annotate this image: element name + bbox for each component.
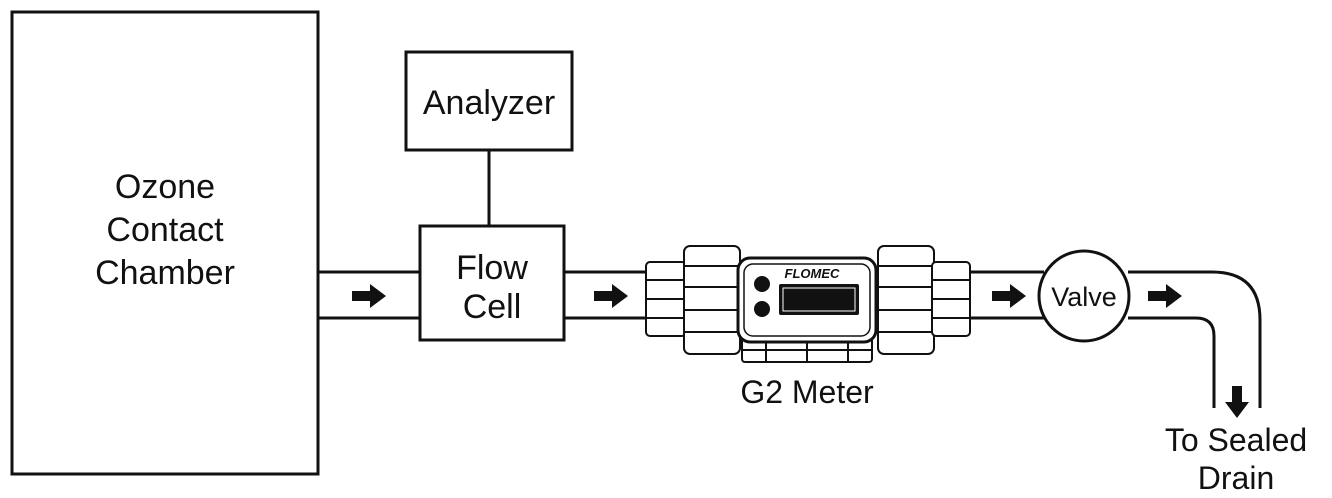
pipe-valve-to-drain xyxy=(1128,270,1262,408)
meter-left-union xyxy=(645,245,741,355)
flow-arrow-1 xyxy=(352,284,386,308)
drain-arrow xyxy=(1225,386,1249,418)
chamber-label-line-3: Chamber xyxy=(95,254,235,292)
meter-display xyxy=(779,284,859,315)
meter-label: G2 Meter xyxy=(740,374,874,410)
valve: Valve xyxy=(1037,249,1131,343)
chamber-label-line-2: Contact xyxy=(106,211,224,249)
drain-label-line-2: Drain xyxy=(1198,460,1274,496)
flow-cell-label-line-1: Flow xyxy=(456,249,528,287)
flow-cell-label-line-2: Cell xyxy=(463,288,522,326)
chamber-label-line-1: Ozone xyxy=(115,168,215,206)
pipe-meter-to-valve xyxy=(970,270,1044,320)
meter-button-bottom xyxy=(754,301,770,317)
pipe-flow-cell-to-meter xyxy=(564,270,646,320)
pipe-chamber-to-flow-cell xyxy=(318,270,420,320)
analyzer-label: Analyzer xyxy=(423,84,555,122)
drain-label-line-1: To Sealed xyxy=(1165,422,1307,458)
flow-arrow-4 xyxy=(1148,284,1182,308)
flow-arrow-2 xyxy=(594,284,628,308)
valve-label: Valve xyxy=(1051,282,1117,312)
meter-brand-logo: FLOMEC xyxy=(785,266,840,281)
flow-arrow-3 xyxy=(992,284,1026,308)
meter-right-union xyxy=(877,245,971,355)
meter-button-top xyxy=(754,276,770,292)
analyzer-box: Analyzer xyxy=(404,50,574,152)
ozone-contact-chamber: Ozone Contact Chamber xyxy=(10,10,320,476)
flow-cell-box: Flow Cell xyxy=(418,224,566,342)
g2-meter: FLOMEC G2 Meter xyxy=(645,245,971,410)
meter-body: FLOMEC xyxy=(736,256,878,344)
